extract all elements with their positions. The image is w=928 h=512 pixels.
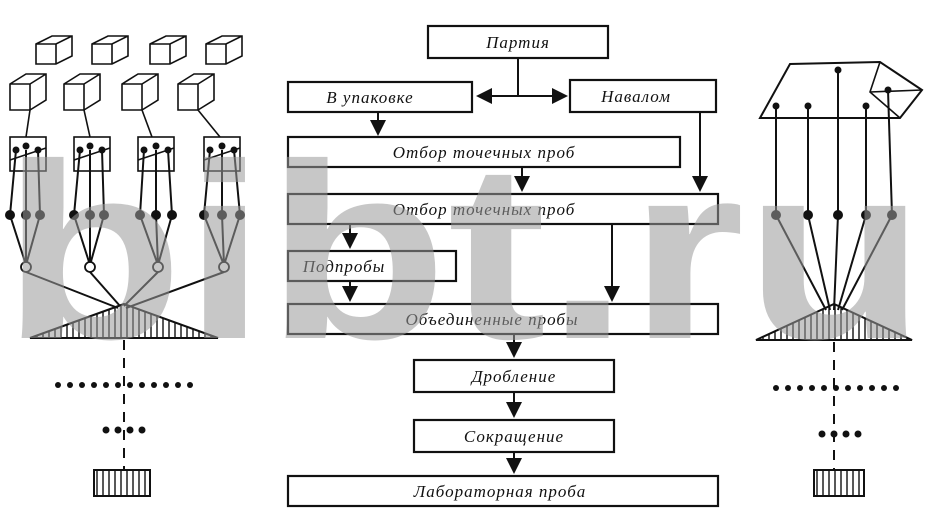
- box-subsamples: [286, 249, 458, 283]
- label-bulk: Навалом: [600, 87, 671, 106]
- box-combined: [286, 302, 720, 336]
- box-packaged: [286, 80, 474, 114]
- box-spot-samples-1: [286, 135, 682, 169]
- box-lab-sample: [286, 474, 720, 508]
- label-subsamples: Подпробы: [302, 257, 386, 276]
- label-crushing: Дробление: [470, 367, 557, 386]
- lab-sample-right-icon: [813, 469, 865, 497]
- packages-icon: [9, 35, 243, 138]
- combined-sample-heap-right-icon: [755, 302, 913, 341]
- bulk-heap-icon: [758, 60, 924, 119]
- combined-sample-heap-icon: [29, 302, 219, 339]
- spot-samples-icon: [5, 142, 245, 309]
- box-bulk: [568, 78, 718, 114]
- watermark: bibt.ru: [2, 112, 926, 391]
- label-packaged: В упаковке: [326, 88, 413, 107]
- box-spot-samples-2: [286, 192, 720, 226]
- label-lab-sample: Лабораторная проба: [413, 482, 587, 501]
- reduction-icon: [55, 340, 193, 497]
- bulk-sampling-illustration: [755, 60, 924, 497]
- packaged-sampling-illustration: [5, 35, 245, 497]
- flowchart: Партия В упаковке Навалом Отбор точечных…: [286, 24, 720, 508]
- label-combined: Объединенные пробы: [406, 310, 579, 329]
- label-reduction: Сокращение: [464, 427, 564, 446]
- label-spot-samples-1: Отбор точечных проб: [393, 143, 576, 162]
- label-spot-samples-2: Отбор точечных проб: [393, 200, 576, 219]
- lab-sample-left-icon: [93, 469, 151, 497]
- label-lot: Партия: [485, 33, 550, 52]
